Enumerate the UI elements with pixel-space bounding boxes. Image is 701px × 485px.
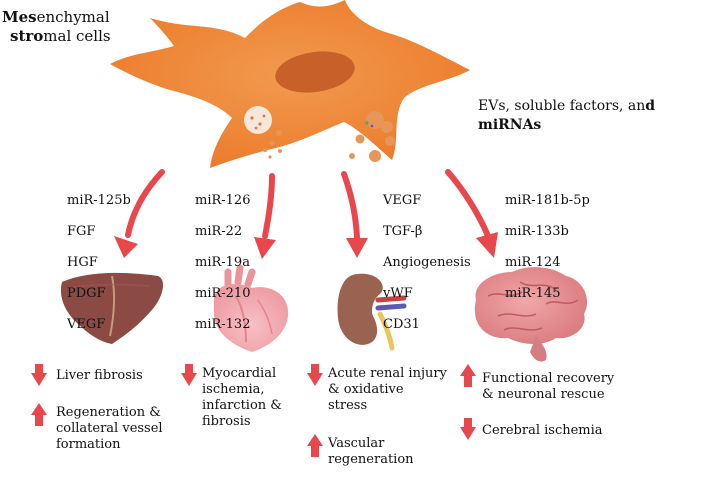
factor-item: miR-22 — [195, 223, 243, 239]
kidney-icon — [337, 273, 407, 351]
arrow-to-heart-icon — [254, 173, 276, 259]
secreted-label-plain: EVs, soluble factors, an — [478, 98, 646, 114]
factor-item: miR-145 — [505, 285, 561, 301]
factor-item: VEGF — [67, 316, 106, 332]
factor-item: miR-133b — [505, 223, 569, 239]
effect-liver-regeneration: Regeneration & collateral vessel formati… — [56, 405, 163, 452]
heart-icon — [214, 264, 289, 352]
factor-item: miR-19a — [195, 254, 250, 270]
brain-icon — [474, 267, 588, 362]
arrow-down-myocardial-icon — [181, 364, 197, 386]
factor-list-brain: miR-181b-5p miR-133b miR-124 miR-145 — [505, 177, 590, 317]
cell-label-bold-2: stro — [10, 27, 44, 45]
factor-item: miR-132 — [195, 316, 251, 332]
factor-list-kidney: VEGF TGF-β Angiogenesis vWF CD31 — [383, 177, 471, 348]
arrow-down-renal-injury-icon — [307, 364, 323, 386]
factor-item: vWF — [383, 285, 413, 301]
cell-label-bold-1: Mes — [2, 8, 37, 26]
effect-brain-cerebral-ischemia: Cerebral ischemia — [482, 423, 603, 438]
secreted-factors-label: EVs, soluble factors, and miRNAs — [478, 97, 701, 135]
factor-item: miR-125b — [67, 192, 131, 208]
factor-item: PDGF — [67, 285, 106, 301]
factor-item: miR-181b-5p — [505, 192, 590, 208]
factor-item: FGF — [67, 223, 96, 239]
arrow-up-functional-recovery-icon — [460, 364, 476, 387]
effect-liver-fibrosis: Liver fibrosis — [56, 368, 143, 383]
cell-label: Mesenchymal stromal cells — [2, 8, 111, 46]
arrow-up-vascular-icon — [307, 434, 323, 457]
factor-item: TGF-β — [383, 223, 423, 239]
secreted-label-bold: d miRNAs — [478, 98, 656, 133]
arrow-to-kidney-icon — [341, 171, 368, 258]
effect-kidney-vascular: Vascular regeneration — [328, 436, 414, 467]
stromal-cell-icon — [110, 0, 470, 168]
factor-item: CD31 — [383, 316, 420, 332]
arrow-to-liver-icon — [114, 169, 165, 258]
arrow-down-liver-fibrosis-icon — [31, 364, 47, 386]
arrow-up-regeneration-icon — [31, 403, 47, 426]
factor-item: miR-126 — [195, 192, 251, 208]
effect-brain-functional-recovery: Functional recovery & neuronal rescue — [482, 371, 615, 402]
cell-label-rest-2: mal cells — [43, 27, 111, 45]
cell-label-rest-1: enchymal — [36, 8, 110, 26]
factor-item: VEGF — [383, 192, 422, 208]
arrow-to-brain-icon — [445, 169, 498, 258]
effect-heart-myocardial: Myocardial ischemia, infarction & fibros… — [202, 366, 282, 429]
arrow-down-cerebral-icon — [460, 418, 476, 440]
factor-list-heart: miR-126 miR-22 miR-19a miR-210 miR-132 — [195, 177, 250, 348]
factor-list-liver: miR-125b FGF HGF PDGF VEGF — [67, 177, 131, 348]
factor-item: Angiogenesis — [383, 254, 471, 270]
effect-kidney-renal-injury: Acute renal injury & oxidative stress — [328, 366, 447, 413]
factor-item: miR-210 — [195, 285, 251, 301]
factor-item: miR-124 — [505, 254, 561, 270]
liver-icon — [60, 272, 164, 344]
factor-item: HGF — [67, 254, 98, 270]
